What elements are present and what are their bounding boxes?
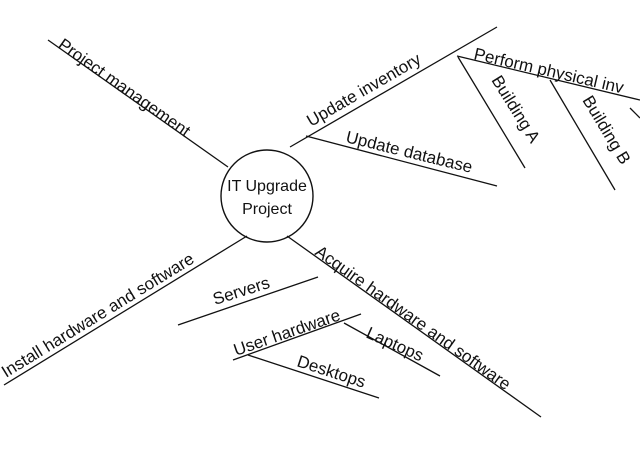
branch-line-install-hw-sw [3, 235, 248, 386]
branch-line-project-management [47, 39, 229, 168]
branch-line-laptops [343, 322, 441, 377]
central-node-label-line1: IT Upgrade [227, 178, 307, 195]
branch-line-building-a [457, 56, 526, 169]
branch-label-project-management: Project management [55, 35, 194, 141]
central-node-circle [220, 149, 314, 243]
branch-line-update-inventory [289, 26, 498, 148]
branch-label-desktops: Desktops [295, 352, 368, 392]
branch-label-update-inventory: Update inventory [303, 49, 424, 130]
branch-line-update-database [305, 135, 498, 187]
branch-line-desktops [247, 354, 380, 399]
central-node-label-line2: Project [242, 201, 292, 218]
branch-line-perform-physical-inventory [456, 55, 640, 101]
branch-label-install-hw-sw: Install hardware and software [0, 249, 197, 381]
branch-label-building-a: Building A [488, 72, 545, 147]
branch-line-user-hardware [232, 313, 362, 361]
branch-line-servers [177, 276, 319, 326]
branch-line-building-stub [629, 107, 640, 119]
branch-label-update-database: Update database [344, 127, 474, 176]
branch-label-user-hardware: User hardware [231, 306, 343, 360]
branch-line-acquire-hw-sw [286, 235, 542, 418]
branch-label-building-b: Building B [579, 92, 635, 167]
branch-line-building-b [549, 79, 616, 191]
